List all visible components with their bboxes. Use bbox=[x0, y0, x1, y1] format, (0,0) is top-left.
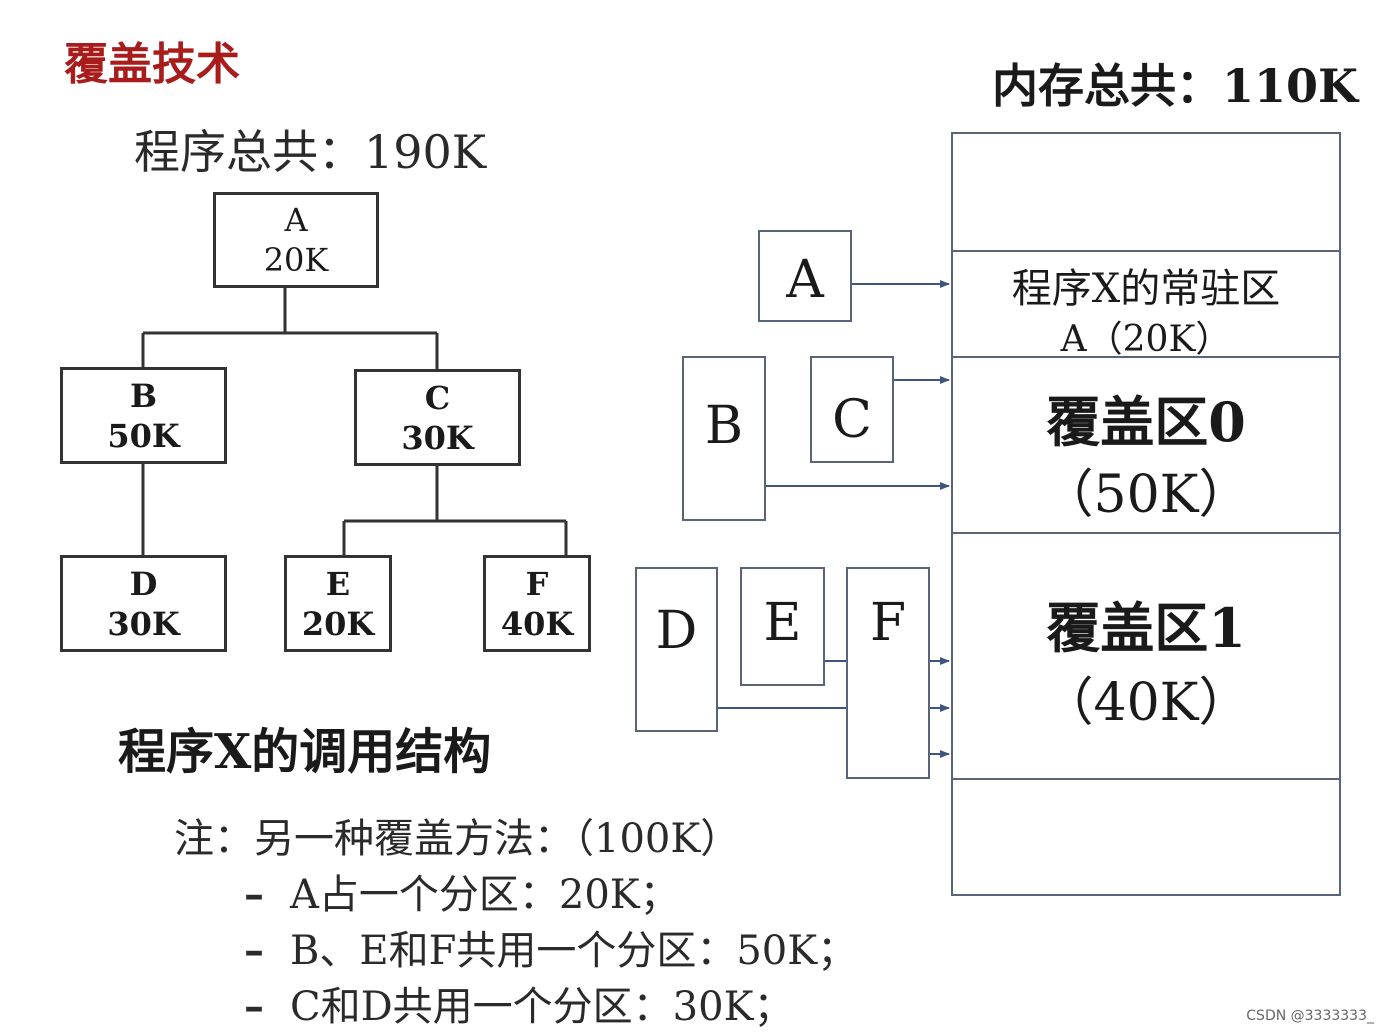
module-box-a: A bbox=[758, 230, 852, 322]
module-label: F bbox=[869, 593, 907, 653]
tree-caption: 程序X的调用结构 bbox=[118, 724, 492, 780]
node-size: 50K bbox=[107, 416, 180, 455]
note-item: –B、E和F共用一个分区：50K； bbox=[244, 918, 857, 976]
memory-region-overlay-0: 覆盖区0 （50K） bbox=[953, 356, 1339, 532]
memory-region-overlay-1: 覆盖区1 （40K） bbox=[953, 532, 1339, 778]
node-label: E bbox=[325, 564, 351, 603]
region-title: 覆盖区1 bbox=[1046, 596, 1246, 660]
region-title: 程序X的常驻区 bbox=[1011, 266, 1281, 312]
note-heading: 注：另一种覆盖方法：（100K） bbox=[174, 816, 741, 862]
module-label: B bbox=[704, 396, 744, 456]
module-box-c: C bbox=[810, 356, 894, 463]
node-size: 30K bbox=[107, 604, 180, 643]
note-item-text: C和D共用一个分区：30K； bbox=[290, 984, 794, 1030]
tree-node-f: F 40K bbox=[483, 555, 591, 652]
tree-connectors bbox=[141, 287, 568, 557]
tree-node-d: D 30K bbox=[60, 555, 227, 652]
module-label: D bbox=[655, 601, 698, 661]
memory-total-label: 内存总共：110K bbox=[992, 59, 1359, 113]
tree-node-e: E 20K bbox=[284, 555, 392, 652]
node-label: C bbox=[424, 378, 451, 417]
module-box-b: B bbox=[682, 356, 766, 521]
tree-node-a: A 20K bbox=[213, 192, 379, 288]
note-item: –C和D共用一个分区：30K； bbox=[244, 974, 793, 1032]
region-title: 覆盖区0 bbox=[1046, 390, 1246, 454]
module-label: E bbox=[763, 593, 802, 653]
module-label: C bbox=[832, 390, 872, 450]
node-size: 30K bbox=[401, 418, 474, 457]
page-title: 覆盖技术 bbox=[64, 39, 240, 90]
note-bullet: – bbox=[244, 983, 264, 1030]
watermark: CSDN @3333333_ bbox=[1246, 1008, 1374, 1024]
region-size: A（20K） bbox=[1060, 319, 1232, 360]
region-size: （50K） bbox=[1041, 465, 1251, 525]
node-label: A bbox=[284, 201, 308, 239]
note-item: –A占一个分区：20K； bbox=[244, 862, 680, 920]
memory-region-resident: 程序X的常驻区 A（20K） bbox=[953, 250, 1339, 360]
module-box-d: D bbox=[635, 567, 718, 732]
memory-region-free bbox=[953, 778, 1339, 896]
memory-column: 程序X的常驻区 A（20K） 覆盖区0 （50K） 覆盖区1 （40K） bbox=[951, 132, 1341, 896]
node-size: 40K bbox=[500, 604, 574, 643]
node-size: 20K bbox=[263, 241, 329, 279]
module-label: A bbox=[786, 250, 824, 310]
program-total-label: 程序总共：190K bbox=[134, 125, 487, 179]
note-bullet: – bbox=[244, 871, 264, 918]
node-label: B bbox=[129, 376, 158, 415]
module-box-e: E bbox=[740, 567, 825, 686]
note-item-text: A占一个分区：20K； bbox=[290, 872, 680, 918]
module-box-f: F bbox=[846, 567, 930, 779]
node-label: D bbox=[129, 564, 158, 603]
tree-node-b: B 50K bbox=[60, 367, 227, 464]
node-label: F bbox=[525, 564, 549, 603]
node-size: 20K bbox=[301, 604, 375, 643]
region-size: （40K） bbox=[1041, 673, 1251, 733]
note-bullet: – bbox=[244, 927, 264, 974]
note-item-text: B、E和F共用一个分区：50K； bbox=[290, 928, 858, 974]
tree-node-c: C 30K bbox=[354, 369, 521, 466]
